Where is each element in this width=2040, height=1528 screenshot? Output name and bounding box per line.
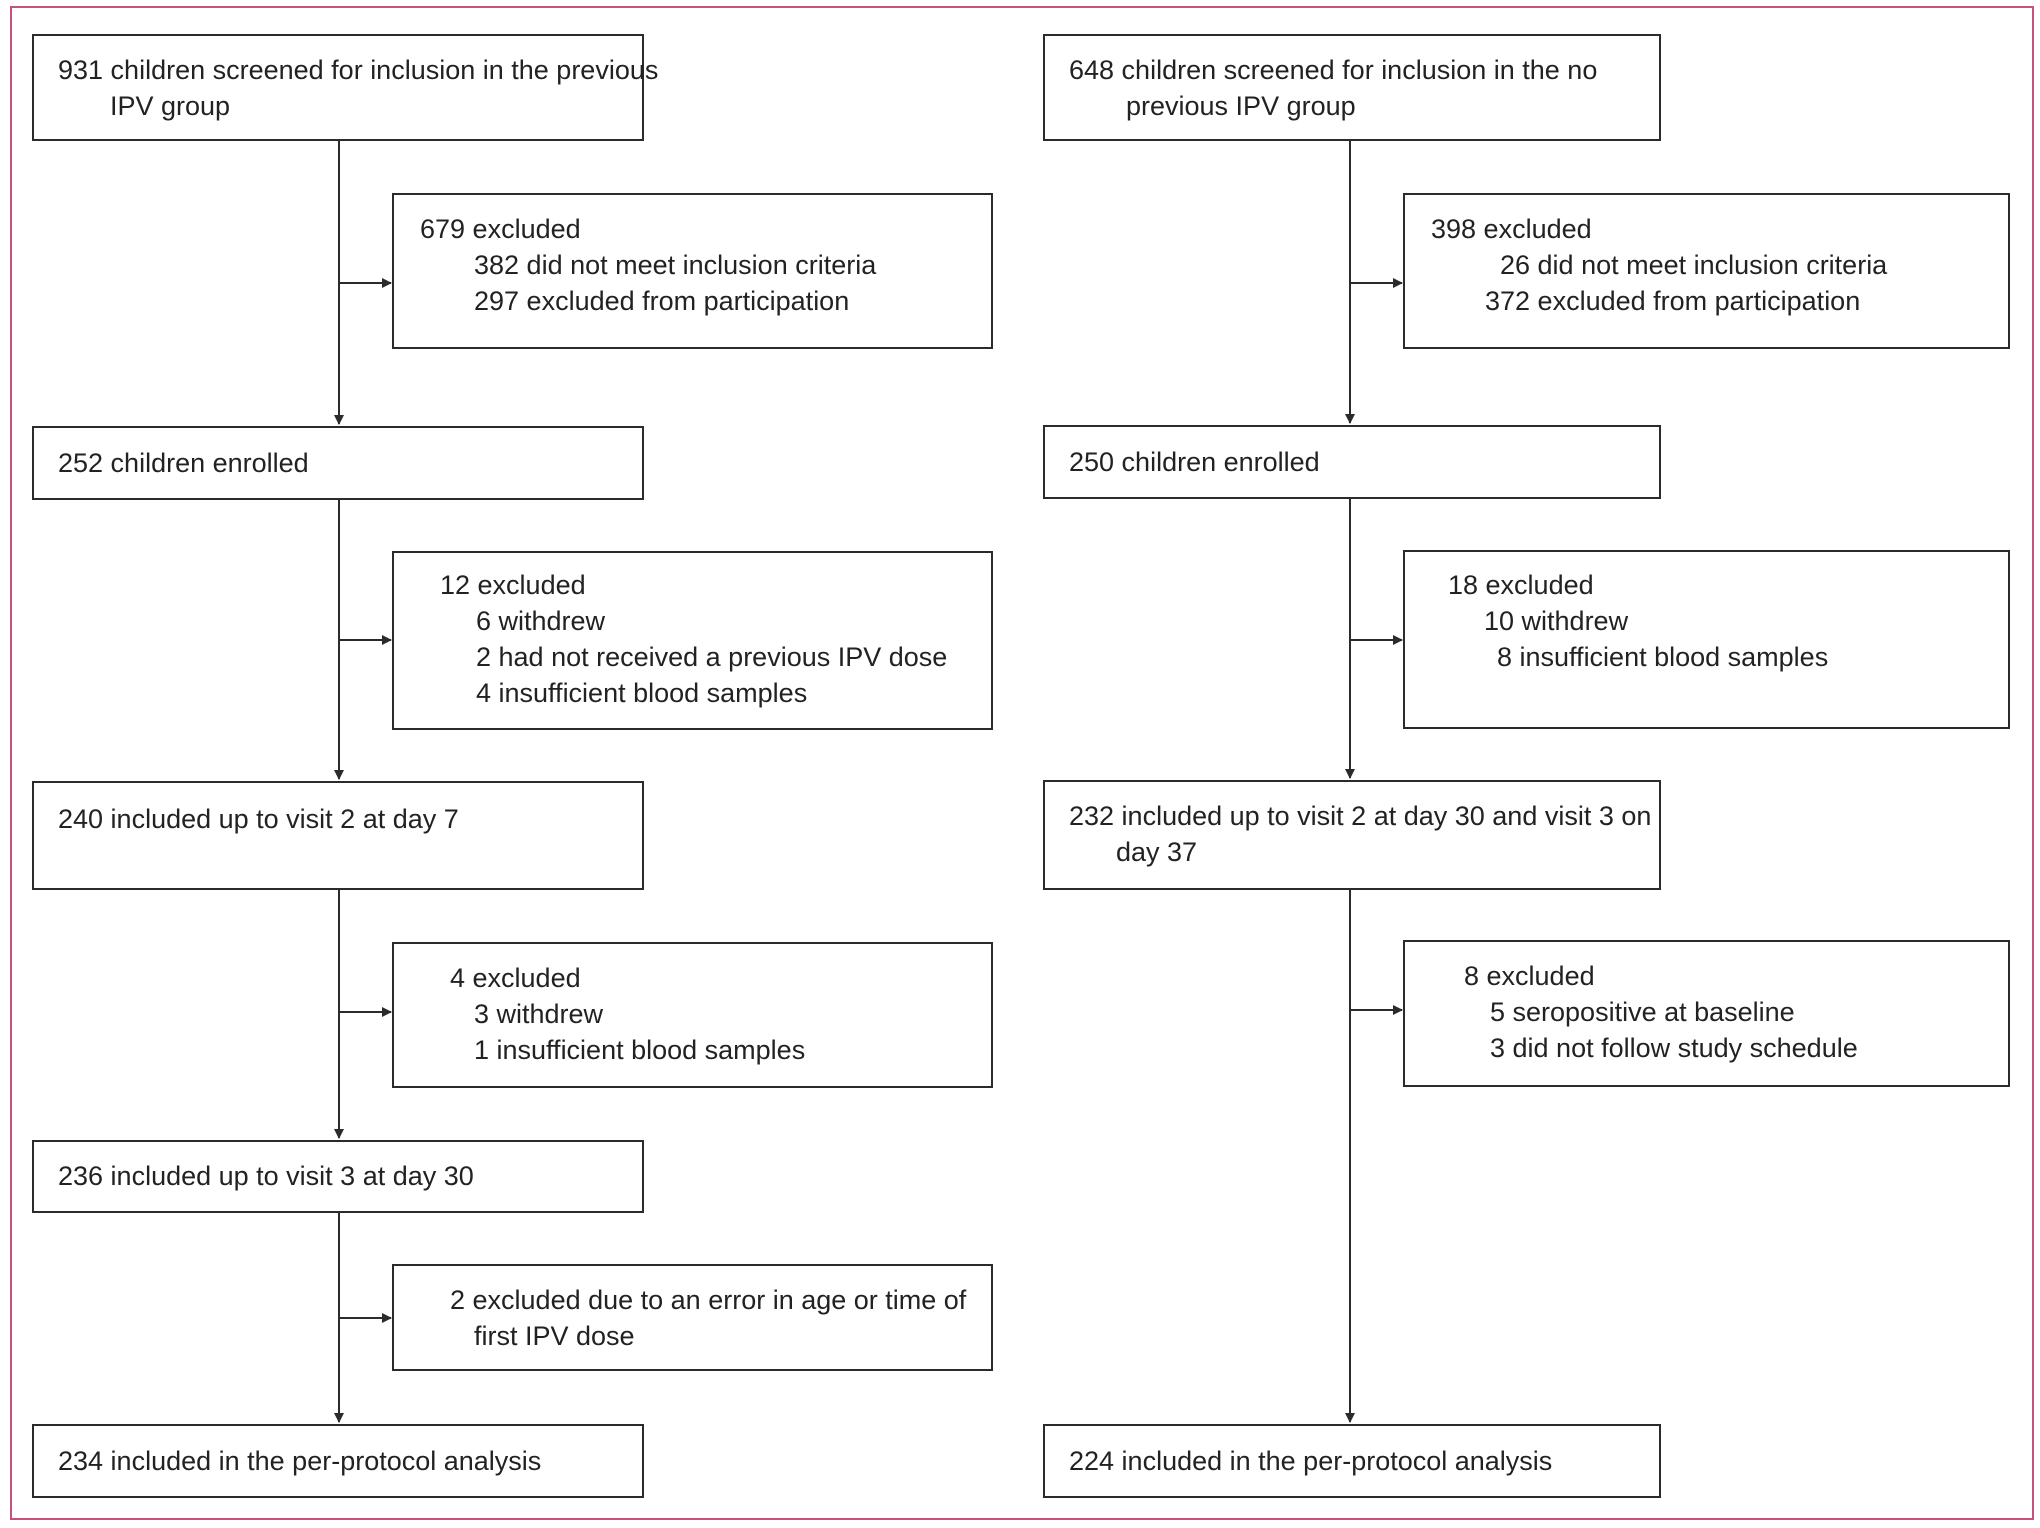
left-visit2-label: 240 included up to visit 2 at day 7 — [58, 804, 459, 834]
left-excl2-reason-3: 4 insufficient blood samples — [476, 678, 808, 708]
left-excl1-reason-2: 297 excluded from participation — [474, 286, 850, 316]
right-visit-line-2: day 37 — [1116, 837, 1198, 867]
left-final-box: 234 included in the per-protocol analysi… — [32, 1424, 644, 1498]
right-excl3-total: 8 excluded — [1464, 961, 1595, 991]
right-excluded-1-box: 398 excluded 26 did not meet inclusion c… — [1403, 193, 2010, 349]
left-visit3-box: 236 included up to visit 3 at day 30 — [32, 1140, 644, 1213]
left-excl3-reason-2: 1 insufficient blood samples — [474, 1035, 806, 1065]
left-excluded-1-box: 679 excluded 382 did not meet inclusion … — [392, 193, 993, 349]
left-screened-box: 931 children screened for inclusion in t… — [32, 34, 658, 141]
left-excl1-reason-1: 382 did not meet inclusion criteria — [474, 250, 877, 280]
right-excl2-total: 18 excluded — [1448, 570, 1594, 600]
right-excl1-total: 398 excluded — [1431, 214, 1592, 244]
left-screened-line-2: IPV group — [110, 91, 231, 121]
left-excl3-reason-1: 3 withdrew — [474, 999, 604, 1029]
left-screened-line-1: 931 children screened for inclusion in t… — [58, 55, 659, 85]
right-excluded-3-box: 8 excluded 5 seropositive at baseline 3 … — [1403, 940, 2010, 1087]
right-enrolled-label: 250 children enrolled — [1069, 447, 1320, 477]
left-enrolled-label: 252 children enrolled — [58, 448, 309, 478]
right-excl3-reason-1: 5 seropositive at baseline — [1490, 997, 1795, 1027]
right-excl1-reason-1: 26 did not meet inclusion criteria — [1500, 250, 1888, 280]
left-excluded-3-box: 4 excluded 3 withdrew 1 insufficient blo… — [392, 942, 993, 1088]
left-excluded-2-box: 12 excluded 6 withdrew 2 had not receive… — [392, 551, 993, 730]
left-enrolled-box: 252 children enrolled — [32, 426, 644, 500]
left-excl4-line-1: 2 excluded due to an error in age or tim… — [450, 1285, 967, 1315]
left-excluded-4-box: 2 excluded due to an error in age or tim… — [392, 1264, 993, 1371]
left-excl2-reason-1: 6 withdrew — [476, 606, 606, 636]
left-visit3-label: 236 included up to visit 3 at day 30 — [58, 1161, 474, 1191]
left-excl2-reason-2: 2 had not received a previous IPV dose — [476, 642, 948, 672]
right-final-box: 224 included in the per-protocol analysi… — [1043, 1424, 1661, 1498]
figure-frame — [10, 6, 2034, 1520]
right-enrolled-box: 250 children enrolled — [1043, 425, 1661, 499]
right-excl3-reason-2: 3 did not follow study schedule — [1490, 1033, 1858, 1063]
right-screened-box: 648 children screened for inclusion in t… — [1043, 34, 1661, 141]
right-excluded-2-box: 18 excluded 10 withdrew 8 insufficient b… — [1403, 550, 2010, 729]
left-excl3-total: 4 excluded — [450, 963, 581, 993]
right-final-label: 224 included in the per-protocol analysi… — [1069, 1446, 1553, 1476]
right-screened-line-1: 648 children screened for inclusion in t… — [1069, 55, 1598, 85]
left-excl4-line-2: first IPV dose — [474, 1321, 635, 1351]
right-excl2-reason-2: 8 insufficient blood samples — [1497, 642, 1829, 672]
right-visit-box: 232 included up to visit 2 at day 30 and… — [1043, 780, 1661, 890]
right-screened-line-2: previous IPV group — [1126, 91, 1356, 121]
left-excl1-total: 679 excluded — [420, 214, 581, 244]
left-visit2-box: 240 included up to visit 2 at day 7 — [32, 781, 644, 890]
left-final-label: 234 included in the per-protocol analysi… — [58, 1446, 542, 1476]
right-visit-line-1: 232 included up to visit 2 at day 30 and… — [1069, 801, 1652, 831]
right-excl1-reason-2: 372 excluded from participation — [1485, 286, 1861, 316]
left-excl2-total: 12 excluded — [440, 570, 586, 600]
right-excl2-reason-1: 10 withdrew — [1484, 606, 1629, 636]
